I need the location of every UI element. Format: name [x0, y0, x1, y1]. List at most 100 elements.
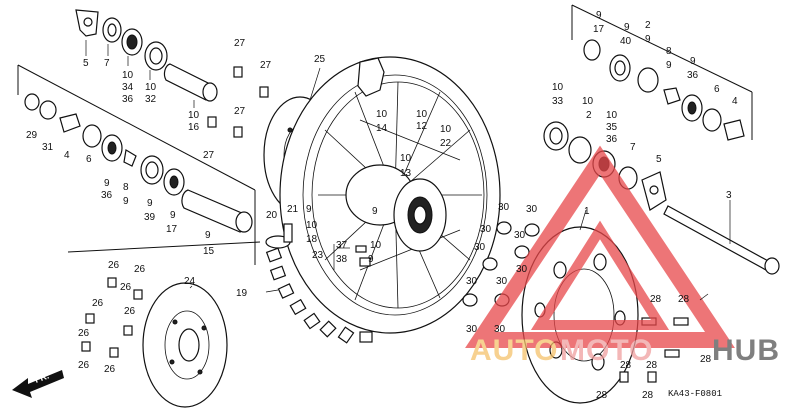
callout-label: 28	[642, 390, 654, 401]
callout-label: 36	[687, 70, 699, 81]
callout-label: 28	[620, 360, 632, 371]
leader-lines	[85, 40, 731, 301]
callout-label: 21	[287, 204, 299, 215]
distance-collar-end	[202, 82, 218, 102]
callout-label: 10	[188, 110, 200, 121]
callout-label: 30	[516, 264, 528, 275]
nut-part	[24, 93, 40, 111]
disc-hole	[197, 369, 203, 375]
callout-label: 9	[306, 204, 312, 215]
callout-label: 10	[122, 70, 134, 81]
callout-label: 30	[474, 242, 486, 253]
callout-label: 8	[123, 182, 129, 193]
callout-label: 26	[92, 298, 104, 309]
callout-label: 34	[122, 82, 134, 93]
callout-label: 10	[440, 124, 452, 135]
collar-part	[702, 108, 722, 132]
bolt-part	[81, 341, 91, 352]
callout-label: 28	[700, 354, 712, 365]
callout-label: 30	[466, 324, 478, 335]
callout-labels: 5 7 10 34 36 10 32 10 16 27 27 27 27 25 …	[26, 10, 738, 401]
callout-label: 30	[498, 202, 510, 213]
callout-label: 27	[234, 38, 246, 49]
callout-label: 9	[624, 22, 630, 33]
bolts-26	[81, 277, 143, 358]
fr-label: FR.	[33, 371, 50, 385]
sprocket-part	[521, 226, 639, 404]
callout-label: 9	[104, 178, 110, 189]
callout-label: 29	[26, 130, 38, 141]
callout-label: 27	[234, 106, 246, 117]
callout-label: 36	[606, 134, 618, 145]
frame-line	[67, 241, 261, 253]
nipple-part	[355, 245, 367, 253]
callout-label: 26	[120, 282, 132, 293]
callout-label: 32	[145, 94, 157, 105]
callout-label: 28	[650, 294, 662, 305]
callout-label: 23	[312, 250, 324, 261]
callout-label: 9	[645, 34, 651, 45]
watermark-auto: AUTO	[470, 334, 558, 367]
watermark-inner-triangle	[530, 220, 670, 330]
bolt-part	[647, 371, 657, 383]
callout-label: 13	[400, 168, 412, 179]
watermark-hub: HUB	[712, 334, 780, 367]
clip-part	[123, 149, 137, 167]
bolt-hole	[649, 185, 659, 195]
disc-hole	[201, 325, 207, 331]
nut-part	[514, 245, 530, 259]
callout-label: 30	[526, 204, 538, 215]
diagram-code: KA43-F0801	[668, 389, 722, 399]
callout-label: 9	[666, 60, 672, 71]
callout-label: 22	[440, 138, 452, 149]
callout-label: 17	[593, 24, 605, 35]
callout-label: 24	[184, 276, 196, 287]
frame-line	[571, 4, 753, 93]
callout-label: 25	[314, 54, 326, 65]
callout-label: 10	[376, 109, 388, 120]
callout-label: 1	[584, 206, 590, 217]
sprocket-inner	[553, 268, 615, 362]
callout-label: 28	[646, 360, 658, 371]
callout-label: 7	[104, 58, 110, 69]
washer-part	[39, 100, 57, 120]
bearing-39-inner	[145, 161, 159, 179]
rim-outer	[302, 74, 488, 316]
rear-wheel	[265, 56, 501, 344]
callout-label: 19	[236, 288, 248, 299]
callout-label: 9	[372, 206, 378, 217]
nut-part	[496, 221, 512, 235]
axle-part	[663, 205, 771, 271]
callout-label: 30	[466, 276, 478, 287]
callout-label: 9	[205, 230, 211, 241]
callout-label: 3	[726, 190, 732, 201]
callout-label: 15	[203, 246, 215, 257]
frame-line	[17, 64, 256, 191]
callout-label: 10	[145, 82, 157, 93]
collar-bore	[107, 23, 117, 37]
callout-label: 6	[714, 84, 720, 95]
callout-label: 7	[630, 142, 636, 153]
callout-label: 9	[596, 10, 602, 21]
callout-label: 38	[336, 254, 348, 265]
callout-label: 33	[552, 96, 564, 107]
circlip-part	[568, 136, 592, 164]
callout-label: 36	[122, 94, 134, 105]
callout-label: 30	[480, 224, 492, 235]
hub-bore-inner	[413, 205, 427, 225]
callout-label: 26	[134, 264, 146, 275]
bearing-inner	[614, 60, 626, 76]
watermark-moto: MOTO	[560, 334, 653, 367]
callout-label: 2	[645, 20, 651, 31]
callout-label: 26	[78, 360, 90, 371]
callout-label: 26	[78, 328, 90, 339]
callout-label: 20	[266, 210, 278, 221]
callout-label: 17	[166, 224, 178, 235]
adjuster-block-part	[723, 119, 745, 141]
callout-label: 28	[678, 294, 690, 305]
callout-label: 10	[606, 110, 618, 121]
callout-label: 6	[86, 154, 92, 165]
brake-disc-24	[67, 241, 261, 408]
callout-label: 8	[666, 46, 672, 57]
